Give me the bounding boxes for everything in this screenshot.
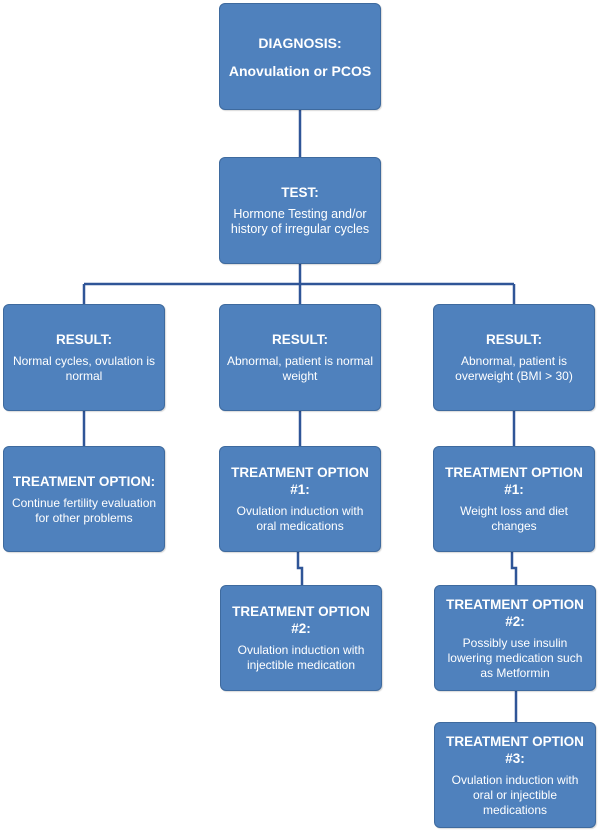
result-text: Normal cycles, ovulation is normal <box>12 354 156 383</box>
treatment-box-right-3: TREATMENT OPTION #3: Ovulation induction… <box>434 722 596 828</box>
result-box-overweight: RESULT: Abnormal, patient is overweight … <box>433 304 595 411</box>
treatment-text: Weight loss and diet changes <box>460 504 568 533</box>
diagnosis-title: DIAGNOSIS: <box>258 34 342 51</box>
treatment-title: TREATMENT OPTION #2: <box>232 604 370 636</box>
treatment-title: TREATMENT OPTION #2: <box>446 596 584 629</box>
treatment-title: TREATMENT OPTION #1: <box>445 465 583 497</box>
result-text: Abnormal, patient is overweight (BMI > 3… <box>455 354 573 383</box>
treatment-title: TREATMENT OPTION: <box>12 473 156 489</box>
treatment-text: Continue fertility evaluation for other … <box>11 495 157 525</box>
diagnosis-box: DIAGNOSIS: Anovulation or PCOS <box>219 3 381 110</box>
treatment-title: TREATMENT OPTION #1: <box>231 465 369 497</box>
test-box: TEST: Hormone Testing and/or history of … <box>219 157 381 264</box>
treatment-box-left: TREATMENT OPTION: Continue fertility eva… <box>3 446 165 552</box>
diagnosis-text: Anovulation or PCOS <box>228 62 372 79</box>
treatment-title: TREATMENT OPTION #3: <box>446 733 584 766</box>
test-title: TEST: <box>281 185 319 200</box>
treatment-text: Ovulation induction with oral medication… <box>236 504 364 533</box>
treatment-box-right-1: TREATMENT OPTION #1: Weight loss and die… <box>433 446 595 552</box>
treatment-box-middle-2: TREATMENT OPTION #2: Ovulation induction… <box>220 585 382 691</box>
result-title: RESULT: <box>56 332 112 347</box>
treatment-text: Possibly use insulin lowering medication… <box>447 635 583 680</box>
result-box-normal: RESULT: Normal cycles, ovulation is norm… <box>3 304 165 411</box>
test-text: Hormone Testing and/or history of irregu… <box>230 207 370 236</box>
result-title: RESULT: <box>272 332 328 347</box>
treatment-box-right-2: TREATMENT OPTION #2: Possibly use insuli… <box>434 585 596 691</box>
treatment-text: Ovulation induction with oral or injecti… <box>451 772 579 817</box>
treatment-text: Ovulation induction with injectible medi… <box>237 643 365 672</box>
connector-right-treatment1-treatment2 <box>510 552 518 585</box>
connector-middle-treatment1-treatment2 <box>296 552 304 585</box>
result-box-normal-weight: RESULT: Abnormal, patient is normal weig… <box>219 304 381 411</box>
treatment-box-middle-1: TREATMENT OPTION #1: Ovulation induction… <box>219 446 381 552</box>
result-title: RESULT: <box>486 332 542 347</box>
result-text: Abnormal, patient is normal weight <box>226 354 374 383</box>
